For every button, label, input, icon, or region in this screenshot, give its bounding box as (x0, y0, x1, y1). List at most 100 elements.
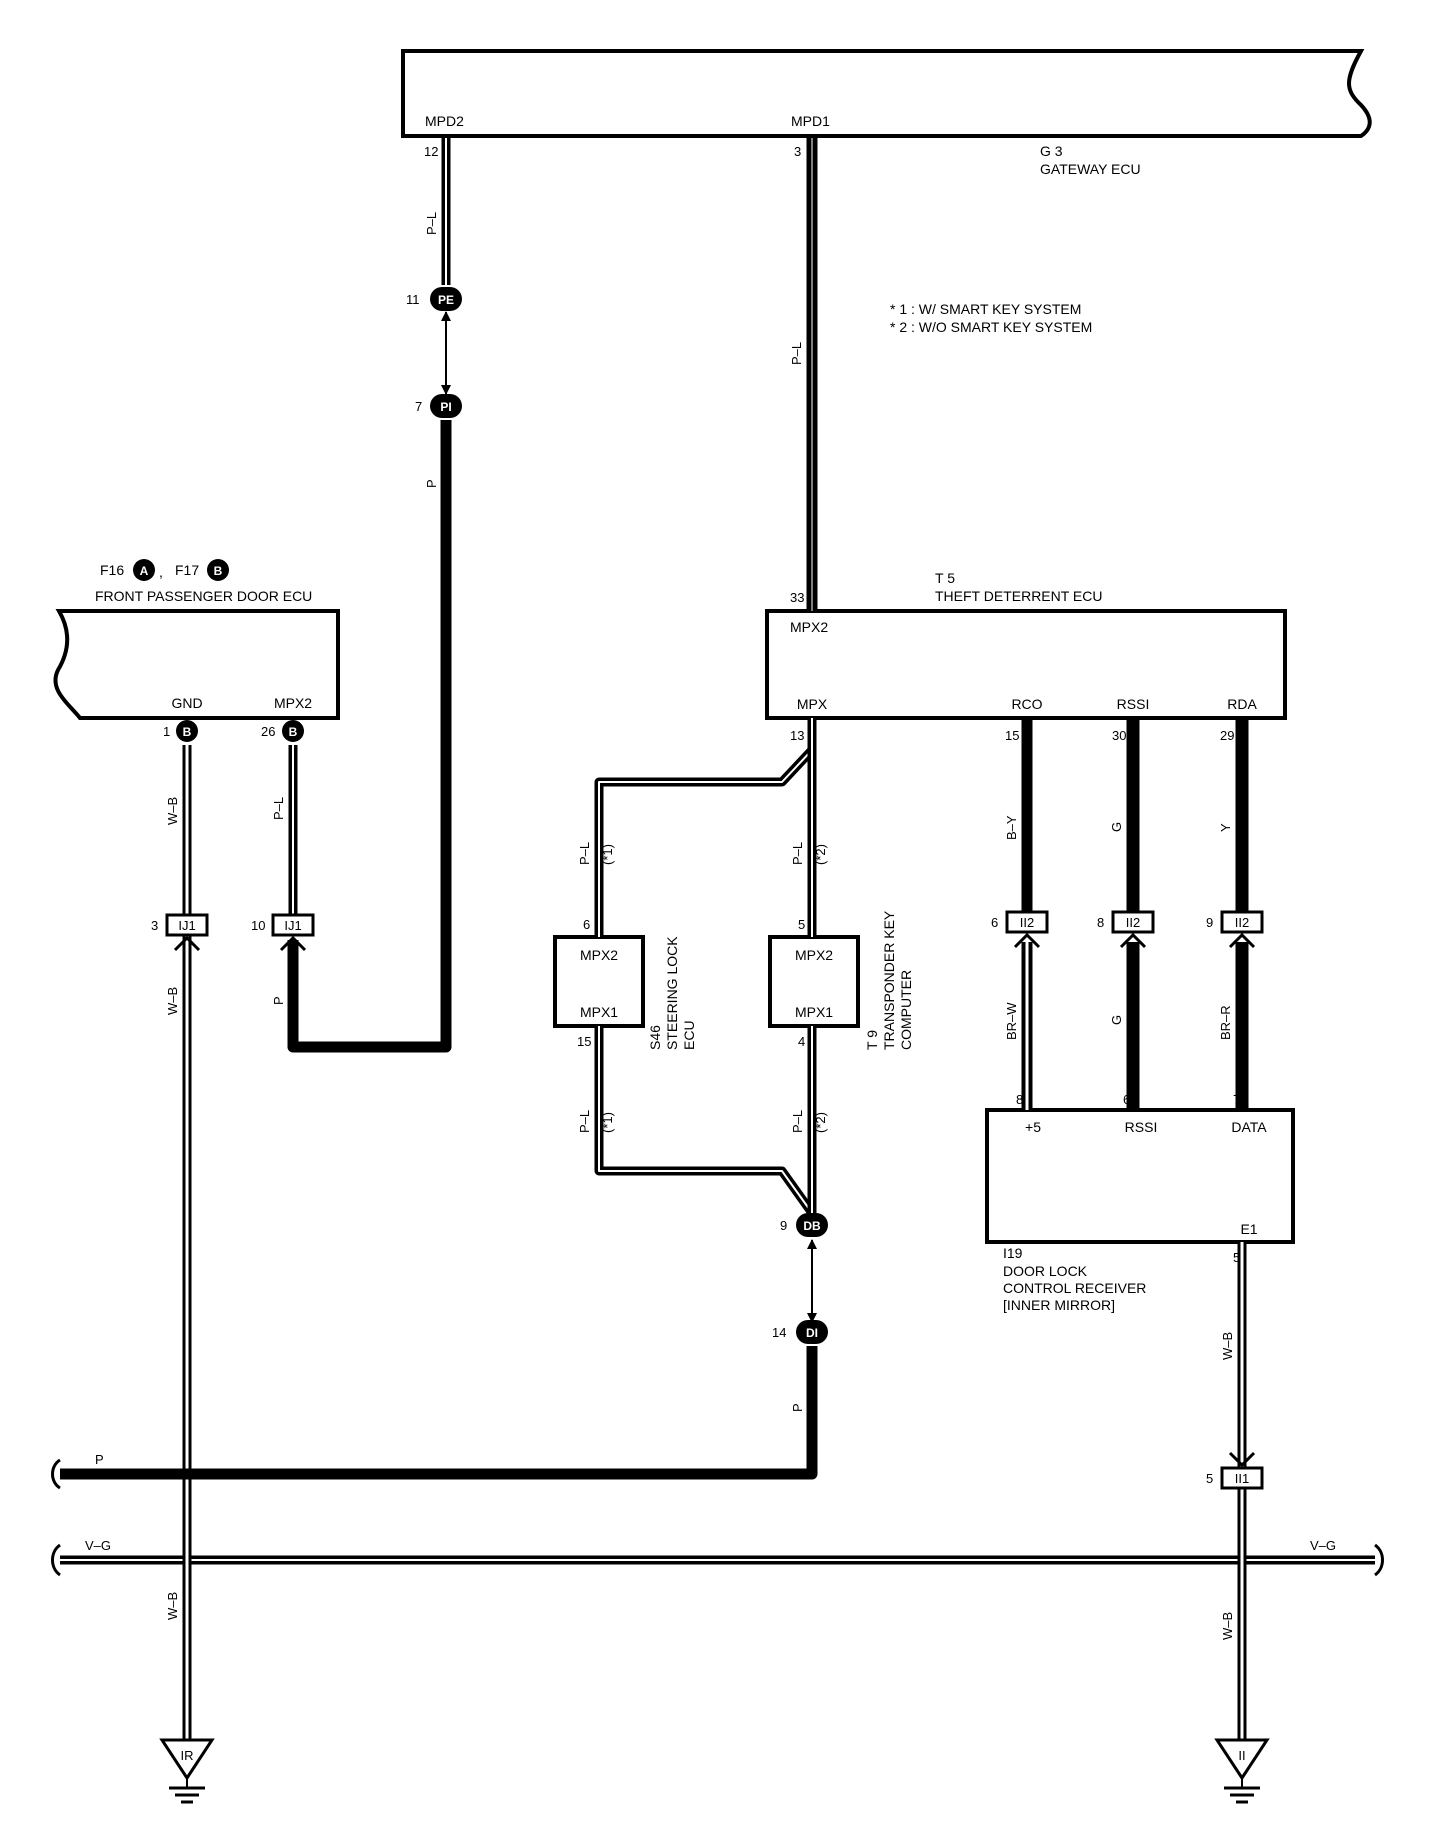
receiver-name-2: CONTROL RECEIVER (1003, 1280, 1146, 1296)
connector-di: DI (796, 1320, 828, 1344)
wire-label-rco-lower: BR–W (1004, 1002, 1019, 1040)
steering-name-1: STEERING LOCK (664, 936, 680, 1050)
wire-label-trans-lower-note: (*2) (813, 1112, 828, 1133)
wire-label-gw-mpd1: P–L (789, 342, 804, 365)
receiver-pin-rssi: RSSI (1125, 1119, 1158, 1135)
receiver-pin-5v: +5 (1025, 1119, 1041, 1135)
steering-pin-bottom-no: 15 (577, 1034, 591, 1049)
note-1: * 1 : W/ SMART KEY SYSTEM (890, 301, 1081, 317)
connector-di-pin: 14 (772, 1325, 786, 1340)
passenger-gnd-pin-no: 1 (163, 724, 170, 739)
svg-text:B: B (289, 725, 298, 739)
passenger-ecu-badge-b (207, 559, 229, 581)
wire-label-bus-vg-right: V–G (1310, 1538, 1336, 1553)
passenger-ecu-name: FRONT PASSENGER DOOR ECU (95, 588, 312, 604)
svg-text:IJ1: IJ1 (178, 918, 195, 933)
connector-ii2-a-pin: 6 (991, 915, 998, 930)
svg-text:II2: II2 (1235, 915, 1249, 930)
connector-ii2-b-pin: 8 (1097, 915, 1104, 930)
wire-steer-lower-outer (594, 1026, 816, 1216)
passenger-ecu-code-b: F17 (175, 562, 199, 578)
passenger-ecu-separator: , (159, 564, 163, 580)
connector-db-pin: 9 (780, 1218, 787, 1233)
passenger-ecu-badge-b-text: B (214, 564, 223, 578)
connector-ii2-a: II2 (1005, 910, 1049, 949)
gateway-pin-mpd1: MPD1 (791, 113, 830, 129)
connector-pe-pin: 11 (406, 292, 420, 307)
connector-ii2-c-pin: 9 (1206, 915, 1213, 930)
connector-ii2-c: II2 (1220, 910, 1264, 949)
wire-label-steer-lower: P–L (577, 1110, 592, 1133)
steering-pin-top-no: 6 (583, 917, 590, 932)
passenger-mpx2-badge: B (282, 720, 304, 742)
connector-ij1-b-pin: 10 (251, 918, 265, 933)
wire-label-steer-upper: P–L (577, 842, 592, 865)
svg-text:PI: PI (440, 400, 451, 414)
ground-left: IR (159, 1738, 215, 1804)
gateway-pin-mpd1-no: 3 (794, 144, 801, 159)
connector-ii1: II1 (1220, 1451, 1264, 1490)
wire-label-mpx2-upper: P–L (271, 797, 286, 820)
transponder-name-2: COMPUTER (898, 970, 914, 1050)
receiver-pin-5v-no: 8 (1016, 1092, 1023, 1107)
transponder-pin-top-no: 5 (798, 917, 805, 932)
wire-di-bus (60, 1346, 818, 1480)
transponder-name-1: TRANSPONDER KEY (881, 910, 897, 1050)
theft-pin-rssi: RSSI (1117, 696, 1150, 712)
connector-ij1-b: IJ1 (271, 913, 315, 952)
connector-pi-pin: 7 (415, 399, 422, 414)
transponder-pin-top: MPX2 (795, 947, 833, 963)
receiver-pin-e1: E1 (1240, 1221, 1257, 1237)
wire-steer-lower-inner (598, 1026, 813, 1214)
wire-label-trans-upper-note: (*2) (813, 844, 828, 865)
receiver-pin-e1-no: 5 (1233, 1250, 1240, 1265)
svg-text:IJ1: IJ1 (284, 918, 301, 933)
wire-label-gnd-bottom: W–B (165, 1592, 180, 1620)
receiver-name-3: [INNER MIRROR] (1003, 1297, 1115, 1313)
wire-steer-upper-inner (598, 749, 813, 937)
wire-label-trans-lower: P–L (790, 1110, 805, 1133)
connector-pi: PI (430, 394, 462, 418)
wire-label-steer-upper-note: (*1) (600, 844, 615, 865)
wire-label-rda-lower: BR–R (1218, 1005, 1233, 1040)
wire-label-rda-upper: Y (1218, 823, 1233, 832)
connector-pe: PE (430, 287, 462, 311)
wire-label-e1-upper: W–B (1220, 1332, 1235, 1360)
svg-text:DB: DB (803, 1219, 821, 1233)
gateway-ecu-box (401, 49, 1372, 138)
svg-text:PE: PE (438, 293, 454, 307)
wire-label-mpx2-lower: P (271, 996, 286, 1005)
svg-text:IR: IR (181, 1748, 194, 1763)
wire-pi-down (287, 420, 452, 1053)
theft-pin-mpx2: MPX2 (790, 619, 828, 635)
wire-label-di-down: P (790, 1403, 805, 1412)
note-2: * 2 : W/O SMART KEY SYSTEM (890, 319, 1092, 335)
theft-pin-rda: RDA (1227, 696, 1257, 712)
theft-ecu-name: THEFT DETERRENT ECU (935, 588, 1103, 604)
wire-steer-upper-outer (594, 746, 816, 937)
connector-ii1-pin: 5 (1206, 1471, 1213, 1486)
bus-vg-break-left (51, 1543, 61, 1577)
wire-label-trans-upper: P–L (790, 842, 805, 865)
wire-label-gnd-lower: W–B (165, 987, 180, 1015)
bus-vg-break-right (1374, 1543, 1384, 1577)
theft-pin-mpx: MPX (797, 696, 828, 712)
svg-text:DI: DI (806, 1326, 818, 1340)
passenger-ecu-code-a: F16 (100, 562, 124, 578)
passenger-ecu-badge-a (133, 559, 155, 581)
wire-label-gw-mpd2: P–L (424, 212, 439, 235)
receiver-pin-data: DATA (1231, 1119, 1267, 1135)
theft-pin-mpx-no: 13 (790, 728, 804, 743)
wire-label-steer-lower-note: (*1) (600, 1112, 615, 1133)
wire-label-pe-pi-down: P (424, 479, 439, 488)
svg-text:II: II (1238, 1748, 1245, 1763)
passenger-pin-mpx2: MPX2 (274, 695, 312, 711)
wire-label-bus-vg-left: V–G (85, 1538, 111, 1553)
wire-label-bus-p: P (95, 1452, 104, 1467)
bus-p-break (51, 1458, 61, 1490)
steering-name-2: ECU (681, 1020, 697, 1050)
gateway-name: GATEWAY ECU (1040, 161, 1141, 177)
connector-db: DB (796, 1213, 828, 1237)
steering-pin-bottom: MPX1 (580, 1004, 618, 1020)
